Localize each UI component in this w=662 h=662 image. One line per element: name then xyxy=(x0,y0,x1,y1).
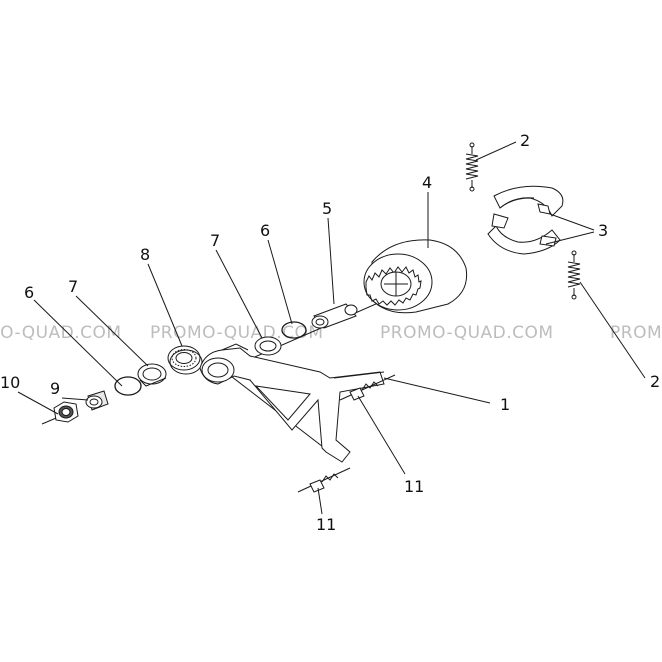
callout-5: 5 xyxy=(322,199,332,218)
callout-9: 9 xyxy=(50,379,60,398)
callout-11-right: 11 xyxy=(404,477,424,496)
callout-2-top: 2 xyxy=(520,131,530,150)
callout-2-right: 2 xyxy=(650,372,660,391)
callout-1: 1 xyxy=(500,395,510,414)
callout-6-left: 6 xyxy=(24,283,34,302)
part-8-bearing xyxy=(167,345,203,375)
part-2-spring-top xyxy=(465,142,479,192)
part-4-clutch-drum xyxy=(363,239,468,314)
part-6-oring-left xyxy=(114,376,142,396)
watermark-4: PROMO-QUAD.COM xyxy=(610,323,662,343)
part-9-bushing xyxy=(85,390,109,411)
part-2-spring-bottom xyxy=(567,250,581,300)
callout-4: 4 xyxy=(422,173,432,192)
callout-8: 8 xyxy=(140,245,150,264)
leader-lines xyxy=(17,141,646,515)
part-7-washer-left xyxy=(137,363,167,387)
callout-3: 3 xyxy=(598,221,608,240)
callout-6-right: 6 xyxy=(260,221,270,240)
callout-labels: 1 2 2 3 4 5 6 6 7 7 8 9 10 11 11 xyxy=(0,131,660,534)
part-11-bolt-lower xyxy=(297,467,351,493)
watermark-2: PROMO-QUAD.COM xyxy=(150,323,324,343)
part-10-nut xyxy=(53,401,79,423)
callout-11-bottom: 11 xyxy=(316,515,336,534)
part-11-bolt-upper xyxy=(339,374,396,401)
callout-10: 10 xyxy=(0,373,20,392)
watermark-1: PROMO-QUAD.COM xyxy=(0,323,122,343)
part-6-oring-right xyxy=(281,321,307,339)
part-1-kick-arm xyxy=(199,343,385,463)
part-7-washer-right xyxy=(254,336,282,356)
part-3-clutch-shoes xyxy=(487,185,564,255)
watermark-3: PROMO-QUAD.COM xyxy=(380,323,554,343)
callout-7-right: 7 xyxy=(210,231,220,250)
callout-7-left: 7 xyxy=(68,277,78,296)
part-5-shaft xyxy=(311,303,358,329)
watermark-row: PROMO-QUAD.COM PROMO-QUAD.COM PROMO-QUAD… xyxy=(0,323,662,343)
